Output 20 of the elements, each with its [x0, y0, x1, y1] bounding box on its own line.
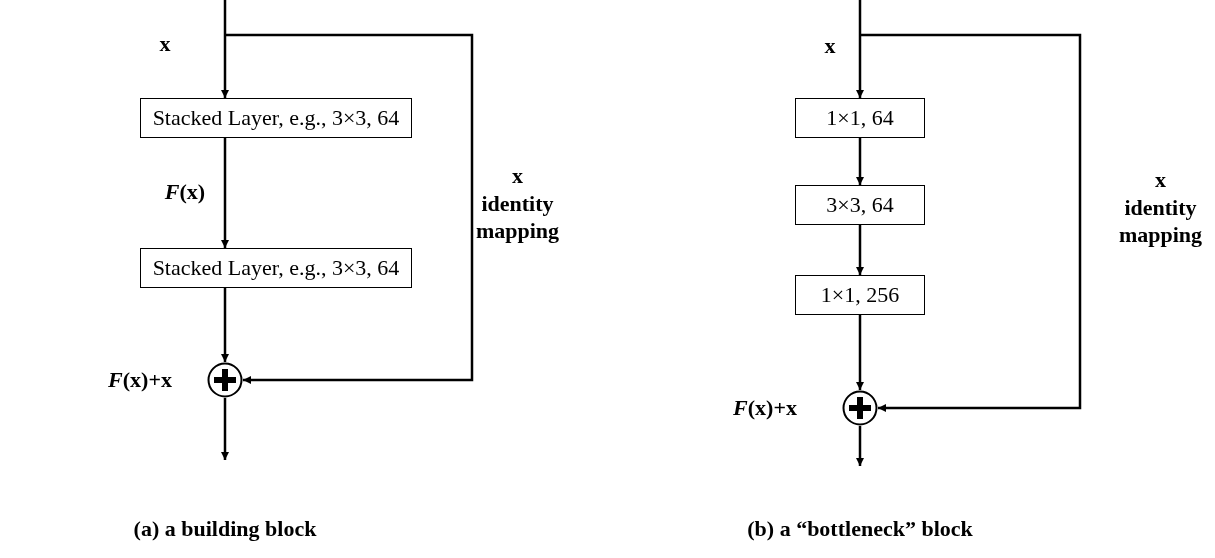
- arrow: [221, 398, 229, 460]
- arrow: [221, 138, 229, 248]
- sum-label: F(x)+x: [107, 366, 173, 394]
- arrow: [856, 426, 864, 466]
- sum-label: F(x)+x: [732, 394, 798, 422]
- layer-box: 1×1, 64: [795, 98, 925, 138]
- arrow: [221, 0, 229, 98]
- arrow: [856, 315, 864, 390]
- layer-box: 1×1, 256: [795, 275, 925, 315]
- layer-box: 3×3, 64: [795, 185, 925, 225]
- arrow: [856, 225, 864, 275]
- arrow: [221, 288, 229, 362]
- sum-circle: [842, 390, 878, 426]
- arrow: [225, 33, 474, 384]
- layer-box: Stacked Layer, e.g., 3×3, 64: [140, 98, 412, 138]
- sum-circle: [207, 362, 243, 398]
- layer-box: Stacked Layer, e.g., 3×3, 64: [140, 248, 412, 288]
- arrow: [856, 138, 864, 185]
- arrow: [860, 33, 1082, 412]
- arrow: [856, 0, 864, 98]
